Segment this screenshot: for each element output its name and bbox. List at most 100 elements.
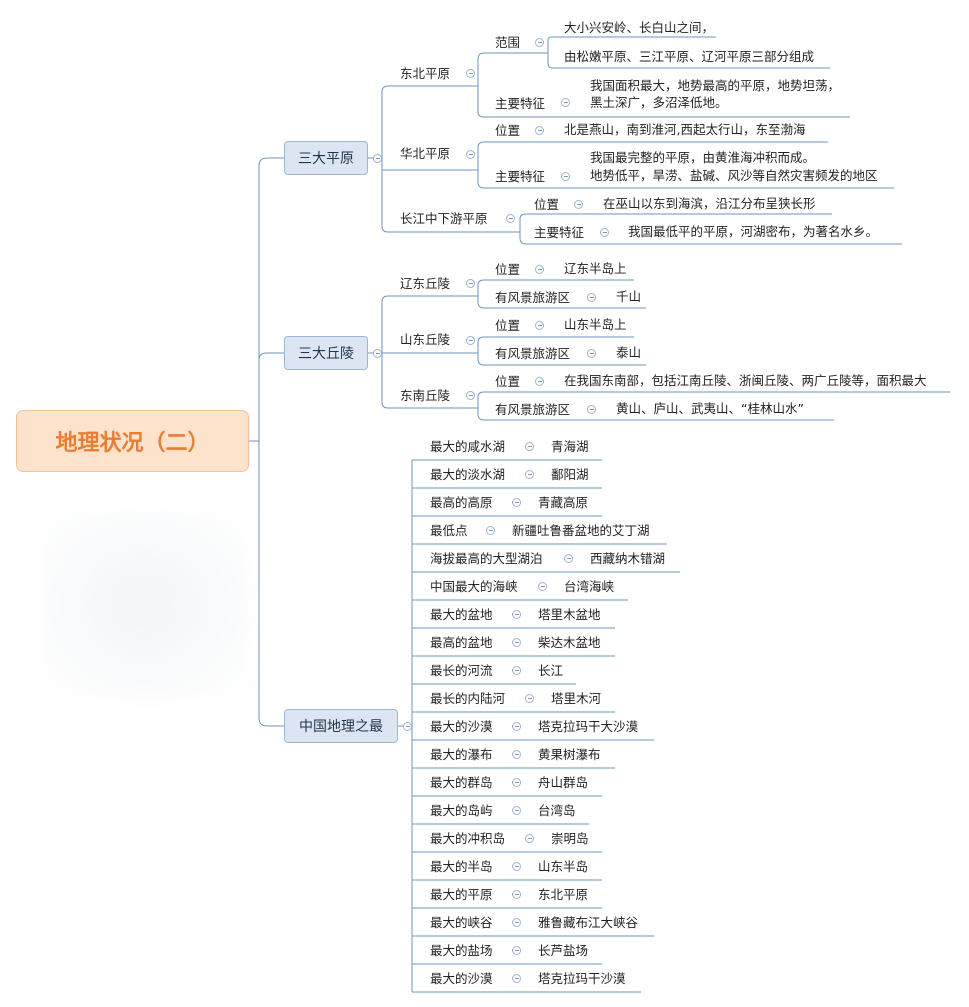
record-label[interactable]: 最大的咸水湖 <box>430 439 506 454</box>
topic-north-china-plain[interactable]: 华北平原 <box>400 146 451 161</box>
collapse-icon[interactable] <box>512 778 521 787</box>
root-topic[interactable]: 地理状况（二） <box>16 410 249 472</box>
leaf-scenic[interactable]: 泰山 <box>616 345 642 360</box>
record-value[interactable]: 黄果树瀑布 <box>538 747 601 762</box>
collapse-icon[interactable] <box>535 265 544 274</box>
leaf-position[interactable]: 北是燕山，南到淮河,西起太行山，东至渤海 <box>564 122 806 137</box>
collapse-icon[interactable] <box>535 377 544 386</box>
collapse-icon[interactable] <box>373 154 382 163</box>
label-scenic-area[interactable]: 有风景旅游区 <box>495 290 571 305</box>
record-label[interactable]: 最大的岛屿 <box>430 803 493 818</box>
collapse-icon[interactable] <box>512 638 521 647</box>
record-value[interactable]: 塔克拉玛干大沙漠 <box>538 719 639 734</box>
record-label[interactable]: 海拔最高的大型湖泊 <box>430 551 543 566</box>
collapse-icon[interactable] <box>535 321 544 330</box>
record-label[interactable]: 最大的盐场 <box>430 943 493 958</box>
record-value[interactable]: 台湾海峡 <box>564 579 615 594</box>
record-label[interactable]: 最长的内陆河 <box>430 691 506 706</box>
collapse-icon[interactable] <box>403 722 412 731</box>
label-position[interactable]: 位置 <box>495 262 521 277</box>
record-value[interactable]: 山东半岛 <box>538 859 589 874</box>
collapse-icon[interactable] <box>512 610 521 619</box>
record-value[interactable]: 塔克拉玛干沙漠 <box>538 971 626 986</box>
collapse-icon[interactable] <box>574 200 583 209</box>
record-value[interactable]: 塔里木河 <box>551 691 602 706</box>
record-value[interactable]: 鄱阳湖 <box>551 467 589 482</box>
record-value[interactable]: 西藏纳木错湖 <box>590 551 666 566</box>
collapse-icon[interactable] <box>512 890 521 899</box>
collapse-icon[interactable] <box>486 526 495 535</box>
topic-northeast-plain[interactable]: 东北平原 <box>400 66 451 81</box>
collapse-icon[interactable] <box>512 918 521 927</box>
record-label[interactable]: 最长的河流 <box>430 663 493 678</box>
leaf-feature-1[interactable]: 我国最完整的平原，由黄淮海冲积而成。 <box>590 150 816 165</box>
collapse-icon[interactable] <box>600 228 609 237</box>
label-main-feature[interactable]: 主要特征 <box>534 225 585 240</box>
topic-shandong-hills[interactable]: 山东丘陵 <box>400 332 451 347</box>
leaf-scenic[interactable]: 千山 <box>616 289 642 304</box>
topic-liaodong-hills[interactable]: 辽东丘陵 <box>400 276 451 291</box>
leaf-feature-1[interactable]: 我国面积最大，地势最高的平原，地势坦荡， <box>590 78 841 93</box>
label-scenic-area[interactable]: 有风景旅游区 <box>495 402 571 417</box>
leaf-position[interactable]: 在我国东南部，包括江南丘陵、浙闽丘陵、两广丘陵等，面积最大 <box>564 373 927 388</box>
collapse-icon[interactable] <box>587 405 596 414</box>
record-label[interactable]: 最大的瀑布 <box>430 747 493 762</box>
leaf-scenic[interactable]: 黄山、庐山、武夷山、“桂林山水” <box>616 401 804 416</box>
record-label[interactable]: 最低点 <box>430 523 468 538</box>
collapse-icon[interactable] <box>512 806 521 815</box>
collapse-icon[interactable] <box>512 862 521 871</box>
record-label[interactable]: 最大的群岛 <box>430 775 493 790</box>
topic-southeast-hills[interactable]: 东南丘陵 <box>400 388 451 403</box>
collapse-icon[interactable] <box>525 694 534 703</box>
collapse-icon[interactable] <box>561 172 570 181</box>
record-label[interactable]: 最大的平原 <box>430 887 493 902</box>
collapse-icon[interactable] <box>466 69 475 78</box>
collapse-icon[interactable] <box>535 38 544 47</box>
record-label[interactable]: 最大的盆地 <box>430 607 493 622</box>
leaf-position[interactable]: 山东半岛上 <box>564 317 627 332</box>
label-main-feature[interactable]: 主要特征 <box>495 96 546 111</box>
record-value[interactable]: 柴达木盆地 <box>538 635 601 650</box>
collapse-icon[interactable] <box>466 391 475 400</box>
record-value[interactable]: 新疆吐鲁番盆地的艾丁湖 <box>512 523 650 538</box>
collapse-icon[interactable] <box>535 126 544 135</box>
label-position[interactable]: 位置 <box>495 123 521 138</box>
collapse-icon[interactable] <box>512 946 521 955</box>
record-value[interactable]: 青藏高原 <box>538 495 589 510</box>
leaf-feature-2[interactable]: 黑土深广，多沼泽低地。 <box>590 95 728 110</box>
label-position[interactable]: 位置 <box>495 318 521 333</box>
collapse-icon[interactable] <box>466 279 475 288</box>
leaf-scope-2[interactable]: 由松嫩平原、三江平原、辽河平原三部分组成 <box>564 49 815 64</box>
collapse-icon[interactable] <box>466 336 475 345</box>
leaf-position[interactable]: 在巫山以东到海滨，沿江分布呈狭长形 <box>603 196 816 211</box>
record-label[interactable]: 最大的半岛 <box>430 859 493 874</box>
collapse-icon[interactable] <box>512 750 521 759</box>
record-value[interactable]: 崇明岛 <box>551 831 589 846</box>
collapse-icon[interactable] <box>512 498 521 507</box>
record-label[interactable]: 最高的高原 <box>430 495 493 510</box>
label-scope[interactable]: 范围 <box>495 35 521 50</box>
branch-three-hills[interactable]: 三大丘陵 <box>284 336 368 370</box>
leaf-scope-1[interactable]: 大小兴安岭、长白山之间， <box>564 20 715 35</box>
record-label[interactable]: 最大的沙漠 <box>430 971 493 986</box>
record-value[interactable]: 青海湖 <box>551 439 589 454</box>
collapse-icon[interactable] <box>564 554 573 563</box>
record-label[interactable]: 最大的淡水湖 <box>430 467 506 482</box>
record-label[interactable]: 最大的沙漠 <box>430 719 493 734</box>
leaf-feature[interactable]: 我国最低平的平原，河湖密布，为著名水乡。 <box>628 224 879 239</box>
collapse-icon[interactable] <box>538 582 547 591</box>
record-value[interactable]: 雅鲁藏布江大峡谷 <box>538 915 639 930</box>
record-value[interactable]: 塔里木盆地 <box>538 607 601 622</box>
branch-china-records[interactable]: 中国地理之最 <box>284 709 398 743</box>
record-label[interactable]: 最大的冲积岛 <box>430 831 506 846</box>
leaf-feature-2[interactable]: 地势低平，旱涝、盐碱、风沙等自然灾害频发的地区 <box>590 168 878 183</box>
label-position[interactable]: 位置 <box>534 197 560 212</box>
record-value[interactable]: 东北平原 <box>538 887 589 902</box>
label-main-feature[interactable]: 主要特征 <box>495 169 546 184</box>
collapse-icon[interactable] <box>525 442 534 451</box>
collapse-icon[interactable] <box>512 974 521 983</box>
collapse-icon[interactable] <box>373 349 382 358</box>
collapse-icon[interactable] <box>506 214 515 223</box>
label-position[interactable]: 位置 <box>495 374 521 389</box>
collapse-icon[interactable] <box>587 349 596 358</box>
